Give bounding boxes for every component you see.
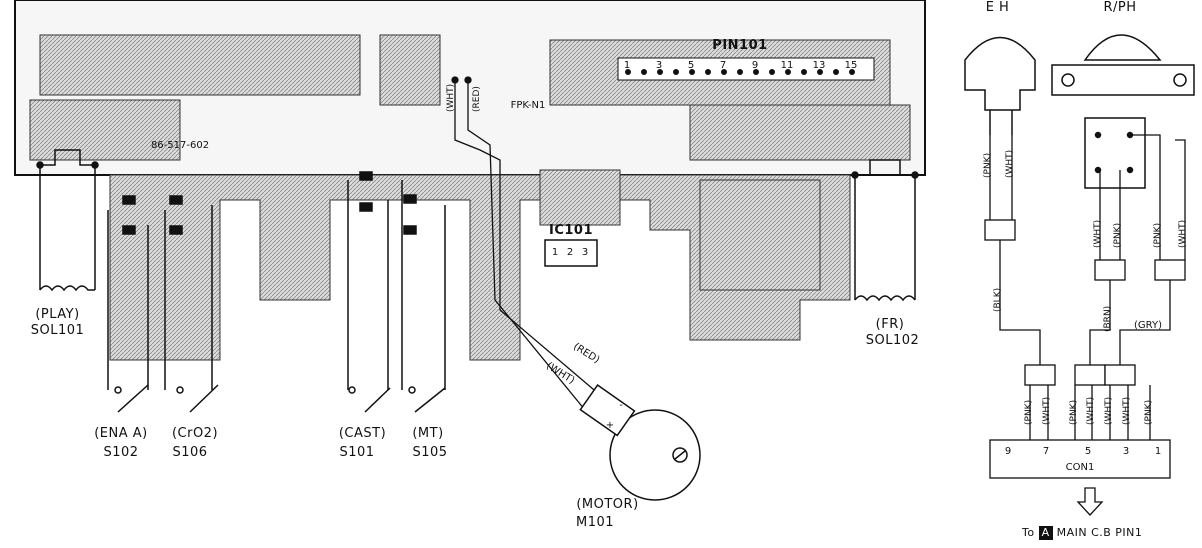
- gry-label: (GRY): [1134, 320, 1162, 331]
- pin-num-11: 11: [780, 60, 794, 71]
- pin-num-13: 13: [812, 60, 826, 71]
- con-pin-9: 9: [1004, 446, 1012, 457]
- con1-label: CON1: [1065, 462, 1095, 473]
- con-pin-7: 7: [1042, 446, 1050, 457]
- motor-wires: [451, 76, 601, 411]
- pin-num-3: 3: [655, 60, 663, 71]
- mt-ref: S105: [412, 445, 448, 460]
- eh-wht-label: (WHT): [1005, 149, 1015, 178]
- pin-num-1: 1: [623, 60, 631, 71]
- play-name: (PLAY): [35, 307, 80, 322]
- pin-num-9: 9: [751, 60, 759, 71]
- fr-solenoid: [851, 159, 919, 302]
- board-a-badge: A: [1038, 526, 1053, 540]
- play-solenoid: [36, 149, 99, 292]
- ic101-label: IC101: [548, 223, 593, 238]
- cast-ref: S101: [339, 445, 375, 460]
- mt-name: (MT): [412, 426, 444, 441]
- pin101-label: PIN101: [712, 38, 768, 53]
- ic-pin-1: 1: [551, 247, 559, 258]
- rph-label: R/PH: [1103, 0, 1137, 15]
- con-wht-2: (WHT): [1086, 396, 1096, 425]
- ena-name: (ENA A): [94, 426, 148, 441]
- pin-num-5: 5: [687, 60, 695, 71]
- blk-label: (BLK): [993, 287, 1003, 312]
- cro2-name: (CrO2): [171, 426, 219, 441]
- fr-ref: SOL102: [865, 333, 920, 348]
- con-pin-1: 1: [1154, 446, 1162, 457]
- wht-wire-label: (WHT): [446, 83, 456, 112]
- con-pin-5: 5: [1084, 446, 1092, 457]
- motor-name: (MOTOR): [576, 497, 639, 512]
- head-eh: [964, 36, 1036, 135]
- con-wht-3: (WHT): [1104, 396, 1114, 425]
- pcb-board: [14, 0, 926, 361]
- to-text: To: [1022, 526, 1035, 539]
- con-wht-4: (WHT): [1122, 396, 1132, 425]
- play-ref: SOL101: [30, 323, 85, 338]
- pin-num-7: 7: [719, 60, 727, 71]
- cro2-ref: S106: [172, 445, 208, 460]
- head-rph: [1051, 34, 1195, 189]
- switch-s101: [347, 171, 391, 413]
- switch-s105: [401, 180, 446, 413]
- con-pnk-1: (PNK): [1024, 399, 1034, 425]
- harness-wires: [984, 134, 1186, 516]
- motor-minus: -: [619, 400, 623, 411]
- rph-wht2-label: (WHT): [1178, 219, 1188, 248]
- switch-s106: [164, 195, 219, 413]
- eh-pnk-label: (PNK): [983, 152, 993, 178]
- destination-text: MAIN C.B PIN1: [1056, 526, 1143, 539]
- motor-plus: +: [605, 420, 615, 431]
- pin101-header: [617, 57, 875, 81]
- rph-wht-label: (WHT): [1093, 219, 1103, 248]
- brn-label: (BRN): [1103, 305, 1113, 332]
- ic-pin-3: 3: [581, 247, 589, 258]
- ic-pin-2: 2: [566, 247, 574, 258]
- board-code-label: 86-517-602: [150, 140, 210, 151]
- rph-pnk-label: (PNK): [1113, 222, 1123, 248]
- con-pnk-2: (PNK): [1069, 399, 1079, 425]
- switch-s102: [107, 195, 149, 413]
- ena-ref: S102: [103, 445, 139, 460]
- con-wht-1: (WHT): [1042, 396, 1052, 425]
- cast-name: (CAST): [338, 426, 387, 441]
- red-wire-label: (RED): [472, 86, 482, 112]
- ic101: [544, 239, 598, 267]
- fpk-label: FPK-N1: [510, 100, 546, 111]
- motor-m101: [579, 384, 701, 501]
- eh-label: E H: [985, 0, 1010, 15]
- pin-num-15: 15: [844, 60, 858, 71]
- con-pnk-3: (PNK): [1144, 399, 1154, 425]
- fr-name: (FR): [875, 317, 905, 332]
- rph-pnk2-label: (PNK): [1153, 222, 1163, 248]
- con-pin-3: 3: [1122, 446, 1130, 457]
- motor-ref: M101: [575, 515, 615, 530]
